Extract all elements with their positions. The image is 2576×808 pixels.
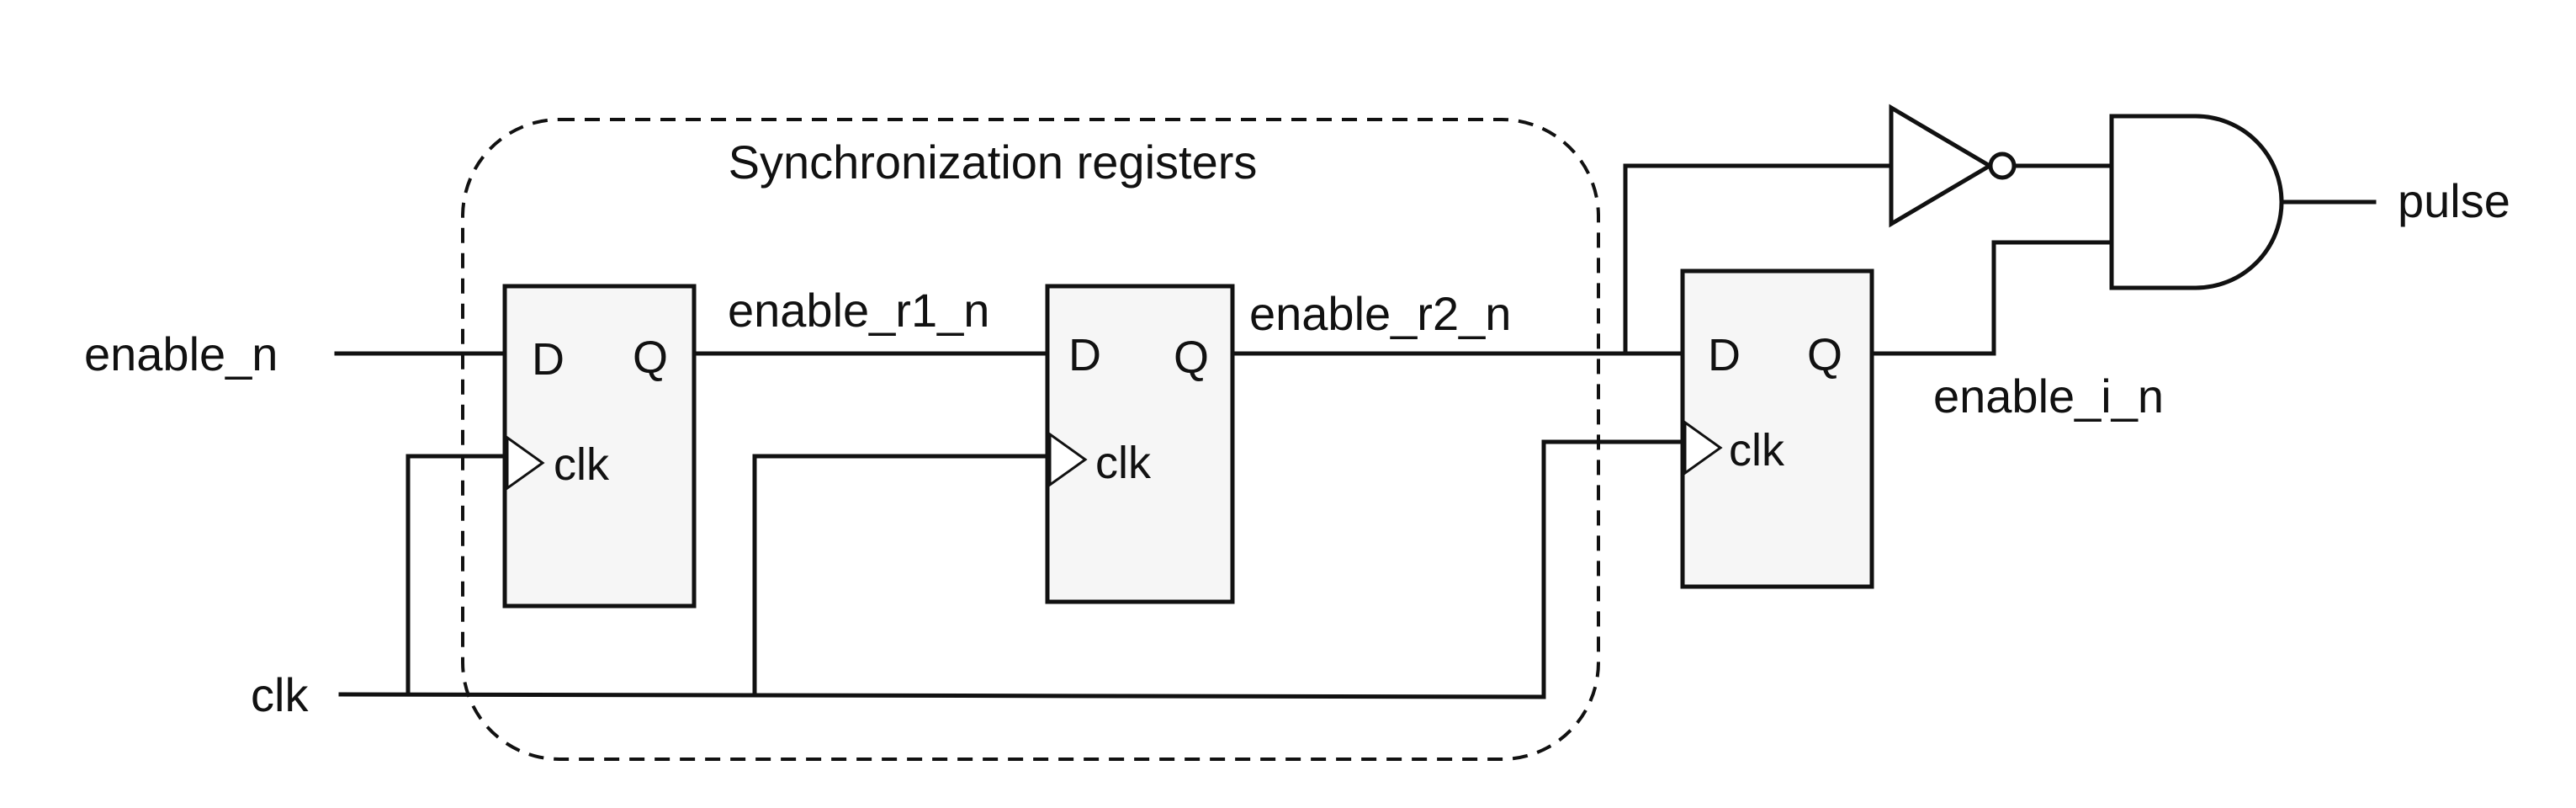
flip-flop-2-body [1045, 284, 1235, 604]
flip-flop-1: D Q clk [502, 284, 697, 609]
label-enable-n: enable_n [84, 327, 278, 380]
flip-flop-3-clock-icon [1683, 420, 1723, 476]
flip-flop-1-clock-icon [506, 435, 545, 491]
wire-clk-ff1 [405, 454, 507, 697]
wires [334, 163, 2377, 699]
label-enable-r2-n: enable_r2_n [1249, 287, 1511, 340]
synchronization-group-box [461, 118, 1600, 761]
and-gate [2109, 114, 2284, 290]
wire-to-inverter [1623, 163, 1894, 356]
flip-flop-1-clk-pin: clk [554, 439, 610, 490]
flip-flop-2: D Q clk [1045, 284, 1235, 604]
inverter-gate [1889, 104, 2017, 228]
label-enable-r1-n: enable_r1_n [728, 284, 989, 337]
flip-flop-3-body [1680, 268, 1874, 589]
inverter-bubble-icon [1988, 152, 2017, 180]
flip-flop-1-d-pin: D [532, 334, 564, 385]
flip-flop-2-q-pin: Q [1174, 332, 1209, 383]
group-title: Synchronization registers [729, 136, 1258, 189]
label-pulse: pulse [2398, 174, 2510, 227]
flip-flop-1-body [502, 284, 697, 609]
flip-flop-3: D Q clk [1680, 268, 1874, 589]
flip-flop-2-clock-icon [1048, 432, 1088, 487]
flip-flop-2-clk-pin: clk [1095, 438, 1152, 488]
wire-enable-i-n [1869, 240, 2114, 356]
wire-clk-ff2 [752, 454, 1050, 698]
wire-clk-main [338, 439, 1685, 699]
flip-flop-2-d-pin: D [1068, 330, 1101, 380]
flip-flop-3-q-pin: Q [1807, 330, 1842, 380]
flip-flop-3-clk-pin: clk [1729, 425, 1785, 476]
flip-flop-1-q-pin: Q [633, 332, 668, 383]
inverter-triangle-icon [1889, 104, 1994, 228]
label-clk: clk [251, 668, 309, 721]
flip-flop-3-d-pin: D [1708, 330, 1741, 380]
label-enable-i-n: enable_i_n [1933, 369, 2164, 423]
